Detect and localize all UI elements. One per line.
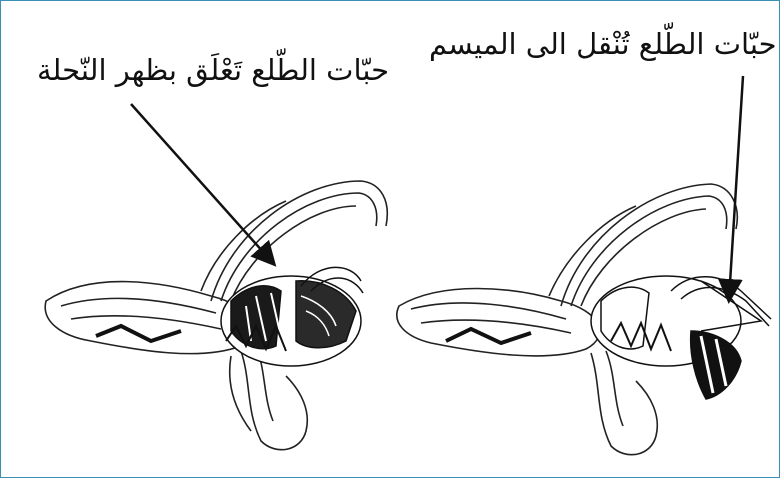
left-bee [221, 267, 363, 366]
arrow-left [131, 104, 273, 263]
right-bee [591, 276, 771, 399]
arrow-right [729, 76, 743, 299]
